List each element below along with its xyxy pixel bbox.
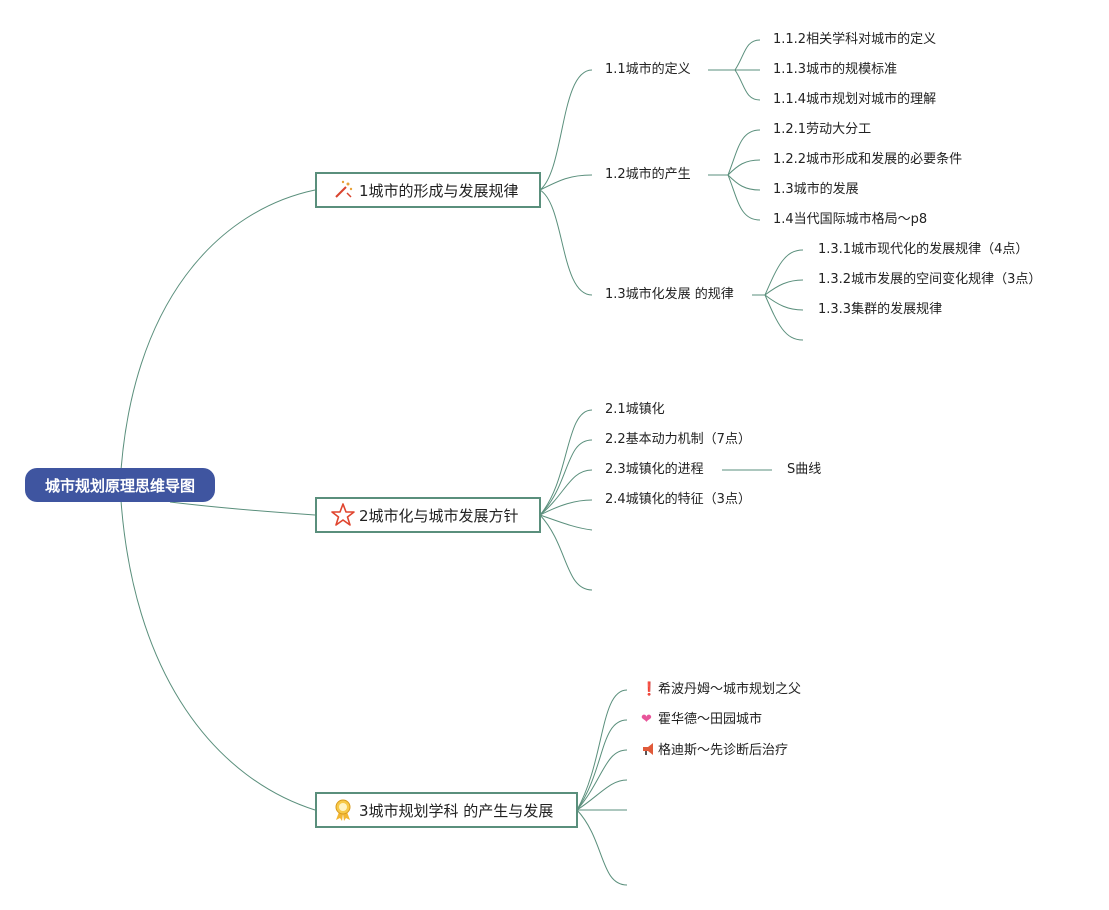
item-label: 希波丹姆～城市规划之父 <box>658 682 802 697</box>
item-howard[interactable]: ❤ 霍华德～田园城市 <box>641 712 762 728</box>
leaf-1-4[interactable]: 1.4当代国际城市格局～p8 <box>773 212 928 227</box>
leaf-1-1-4[interactable]: 1.1.4城市规划对城市的理解 <box>773 92 937 107</box>
leaf-1-1-2[interactable]: 1.1.2相关学科对城市的定义 <box>773 32 937 47</box>
leaf-1-3-1[interactable]: 1.3.1城市现代化的发展规律（4点） <box>818 242 1029 257</box>
item-2-1[interactable]: 2.1城镇化 <box>605 402 665 417</box>
subtopic-1-2[interactable]: 1.2城市的产生 <box>605 167 691 182</box>
item-hippodamus[interactable]: ❗希波丹姆～城市规划之父 <box>641 682 801 698</box>
heart-icon: ❤ <box>641 712 652 727</box>
item-2-3[interactable]: 2.3城镇化的进程 <box>605 462 704 477</box>
topic-label: 2城市化与城市发展方针 <box>359 506 519 525</box>
leaf-1-3[interactable]: 1.3城市的发展 <box>773 182 859 197</box>
item-2-4[interactable]: 2.4城镇化的特征（3点） <box>605 492 751 507</box>
root-topic[interactable]: 城市规划原理思维导图 <box>25 468 215 502</box>
item-label: 霍华德～田园城市 <box>658 712 763 727</box>
subtopic-1-1[interactable]: 1.1城市的定义 <box>605 62 691 77</box>
exclamation-icon: ❗ <box>641 682 658 697</box>
item-2-2[interactable]: 2.2基本动力机制（7点） <box>605 432 751 447</box>
megaphone-icon <box>641 742 657 759</box>
leaf-1-2-1[interactable]: 1.2.1劳动大分工 <box>773 122 872 137</box>
subtopic-1-3[interactable]: 1.3城市化发展 的规律 <box>605 287 734 302</box>
topic-label: 3城市规划学科 的产生与发展 <box>359 801 554 820</box>
item-geddes[interactable]: 格迪斯～先诊断后治疗 <box>641 742 788 759</box>
leaf-1-1-3[interactable]: 1.1.3城市的规模标准 <box>773 62 898 77</box>
award-ribbon-icon <box>331 798 355 822</box>
leaf-1-3-2[interactable]: 1.3.2城市发展的空间变化规律（3点） <box>818 272 1042 287</box>
magic-wand-icon <box>331 178 355 202</box>
leaf-1-3-3[interactable]: 1.3.3集群的发展规律 <box>818 302 943 317</box>
star-icon <box>331 503 355 527</box>
topic-label: 1城市的形成与发展规律 <box>359 181 519 200</box>
topic-urbanization[interactable]: 2城市化与城市发展方针 <box>315 497 541 533</box>
topic-city-formation[interactable]: 1城市的形成与发展规律 <box>315 172 541 208</box>
root-title: 城市规划原理思维导图 <box>44 476 195 495</box>
item-label: 格迪斯～先诊断后治疗 <box>658 743 789 758</box>
leaf-s-curve[interactable]: S曲线 <box>787 462 822 477</box>
topic-planning-discipline[interactable]: 3城市规划学科 的产生与发展 <box>315 792 578 828</box>
leaf-1-2-2[interactable]: 1.2.2城市形成和发展的必要条件 <box>773 152 963 167</box>
